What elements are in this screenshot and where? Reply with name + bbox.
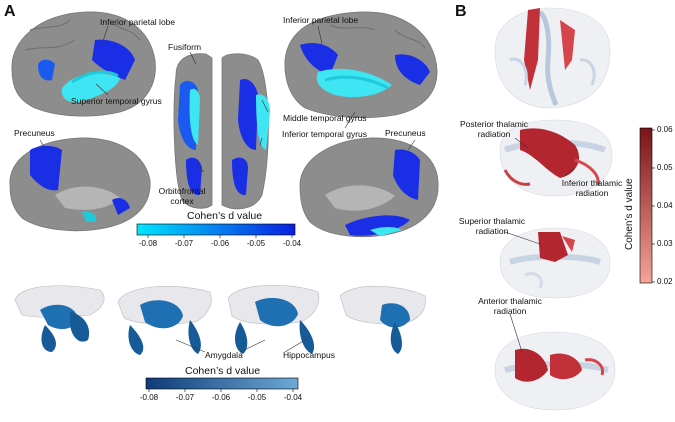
label-ptr-line1: Posterior thalamic: [459, 119, 529, 129]
label-precuneus-right: Precuneus: [385, 128, 426, 138]
subcortical-tick-1: -0.07: [175, 393, 195, 402]
tract-view-4: [494, 331, 616, 411]
right-lateral-cortex: [284, 11, 438, 118]
label-superior-temporal-gyrus: Superior temporal gyrus: [71, 96, 162, 106]
label-atr-line2: radiation: [493, 306, 527, 316]
subcortical-colorbar-ticks: [148, 389, 294, 392]
tract-colorbar-title: Cohen’s d value: [624, 178, 635, 250]
label-str-line1: Superior thalamic: [458, 216, 526, 226]
tract-view-3: [499, 227, 611, 299]
label-precuneus-left: Precuneus: [14, 128, 55, 138]
subcortical-tick-4: -0.04: [283, 393, 303, 402]
tract-leader-lines: [504, 137, 576, 353]
subcortical-view-4: [339, 285, 426, 354]
subcortical-colorbar: [145, 377, 299, 390]
label-anterior-thalamic-radiation: Anterior thalamic radiation: [470, 296, 550, 316]
inferior-cortex-view: [173, 53, 270, 210]
label-superior-thalamic-radiation: Superior thalamic radiation: [452, 216, 532, 236]
tract-tick-0: 0.06: [657, 125, 673, 134]
label-inferior-temporal-gyrus: Inferior temporal gyrus: [282, 129, 368, 139]
left-lateral-cortex: [11, 11, 156, 117]
label-itr-line2: radiation: [575, 188, 609, 198]
label-posterior-thalamic-radiation: Posterior thalamic radiation: [454, 119, 534, 139]
subcortical-view-2: [117, 285, 212, 355]
cortex-colorbar-ticks: [147, 235, 293, 238]
cortex-colorbar: [136, 223, 296, 236]
left-medial-cortex: [9, 137, 151, 232]
tract-tick-1: 0.05: [657, 163, 673, 172]
subcortical-colorbar-title: Cohen’s d value: [185, 365, 261, 377]
label-middle-temporal-gyrus: Middle temporal gyrus: [283, 113, 367, 123]
label-str-line2: radiation: [475, 226, 509, 236]
label-inferior-parietal-lobe-right: Inferior parietal lobe: [283, 15, 359, 25]
cortex-tick-0: -0.08: [138, 239, 158, 248]
panel-letter-b: B: [455, 3, 467, 20]
subcortical-view-3: [227, 284, 320, 354]
label-itr-line1: Inferior thalamic: [561, 178, 623, 188]
tract-tick-3: 0.03: [657, 239, 673, 248]
panel-letter-a: A: [4, 3, 16, 20]
cortex-tick-4: -0.04: [282, 239, 302, 248]
cortex-tick-2: -0.06: [210, 239, 230, 248]
subcortical-tick-2: -0.06: [211, 393, 231, 402]
label-orbitofrontal-line1: Orbitofrontal: [158, 186, 206, 196]
subcortical-tick-0: -0.08: [139, 393, 159, 402]
label-orbitofrontal-cortex: Orbitofrontal cortex: [152, 186, 212, 206]
label-hippocampus: Hippocampus: [283, 350, 335, 360]
label-ptr-line2: radiation: [477, 129, 511, 139]
tract-view-1: [494, 7, 611, 109]
cortex-colorbar-title: Cohen’s d value: [187, 210, 263, 222]
subcortical-leader-lines: [175, 339, 306, 353]
label-amygdala: Amygdala: [205, 350, 243, 360]
cortex-tick-1: -0.07: [174, 239, 194, 248]
tract-colorbar: [639, 127, 653, 284]
tract-tick-2: 0.04: [657, 201, 673, 210]
subcortical-tick-3: -0.05: [247, 393, 267, 402]
tract-view-2: [499, 119, 613, 197]
label-inferior-thalamic-radiation: Inferior thalamic radiation: [552, 178, 632, 198]
subcortical-view-1: [14, 285, 105, 352]
label-inferior-parietal-lobe-left: Inferior parietal lobe: [100, 17, 176, 27]
tract-colorbar-ticks: [652, 129, 655, 283]
cortex-tick-3: -0.05: [246, 239, 266, 248]
right-medial-cortex: [299, 137, 439, 238]
tract-tick-4: 0.02: [657, 277, 673, 286]
cortex-leader-lines: [39, 25, 416, 173]
label-fusiform: Fusiform: [168, 42, 202, 52]
label-atr-line1: Anterior thalamic: [478, 296, 542, 306]
label-orbitofrontal-line2: cortex: [170, 196, 194, 206]
